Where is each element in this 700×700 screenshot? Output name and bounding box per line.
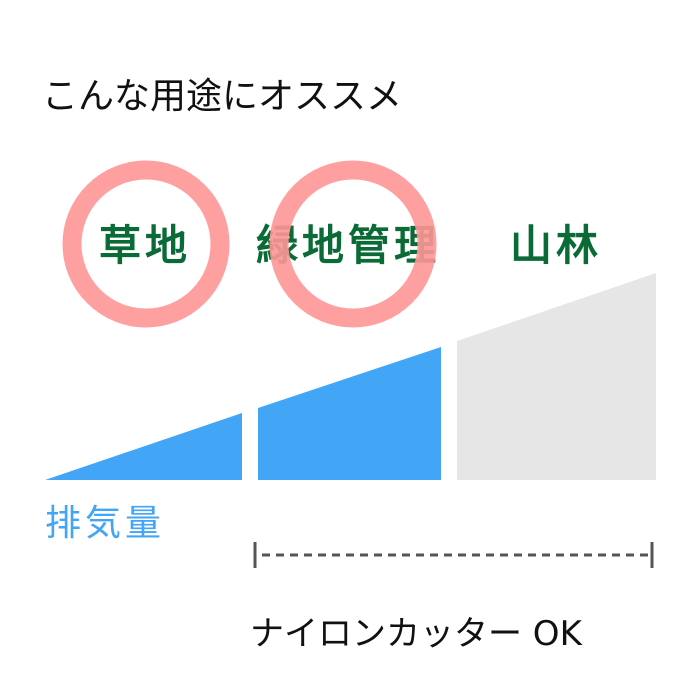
exhaust-bar-medium	[258, 347, 441, 480]
exhaust-bar-small	[45, 413, 242, 480]
nylon-cutter-label: ナイロンカッター OK	[250, 614, 584, 654]
use-grassland: 草地	[99, 221, 191, 270]
exhaust-bar-large	[457, 273, 656, 480]
recommended-circle-green-space	[269, 160, 437, 328]
title: こんな用途にオススメ	[42, 76, 402, 117]
nylon-range-bracket	[253, 542, 654, 568]
exhaust-label: 排気量	[45, 503, 165, 544]
recommended-circle-grassland	[62, 160, 230, 328]
use-forest: 山林	[510, 221, 602, 270]
